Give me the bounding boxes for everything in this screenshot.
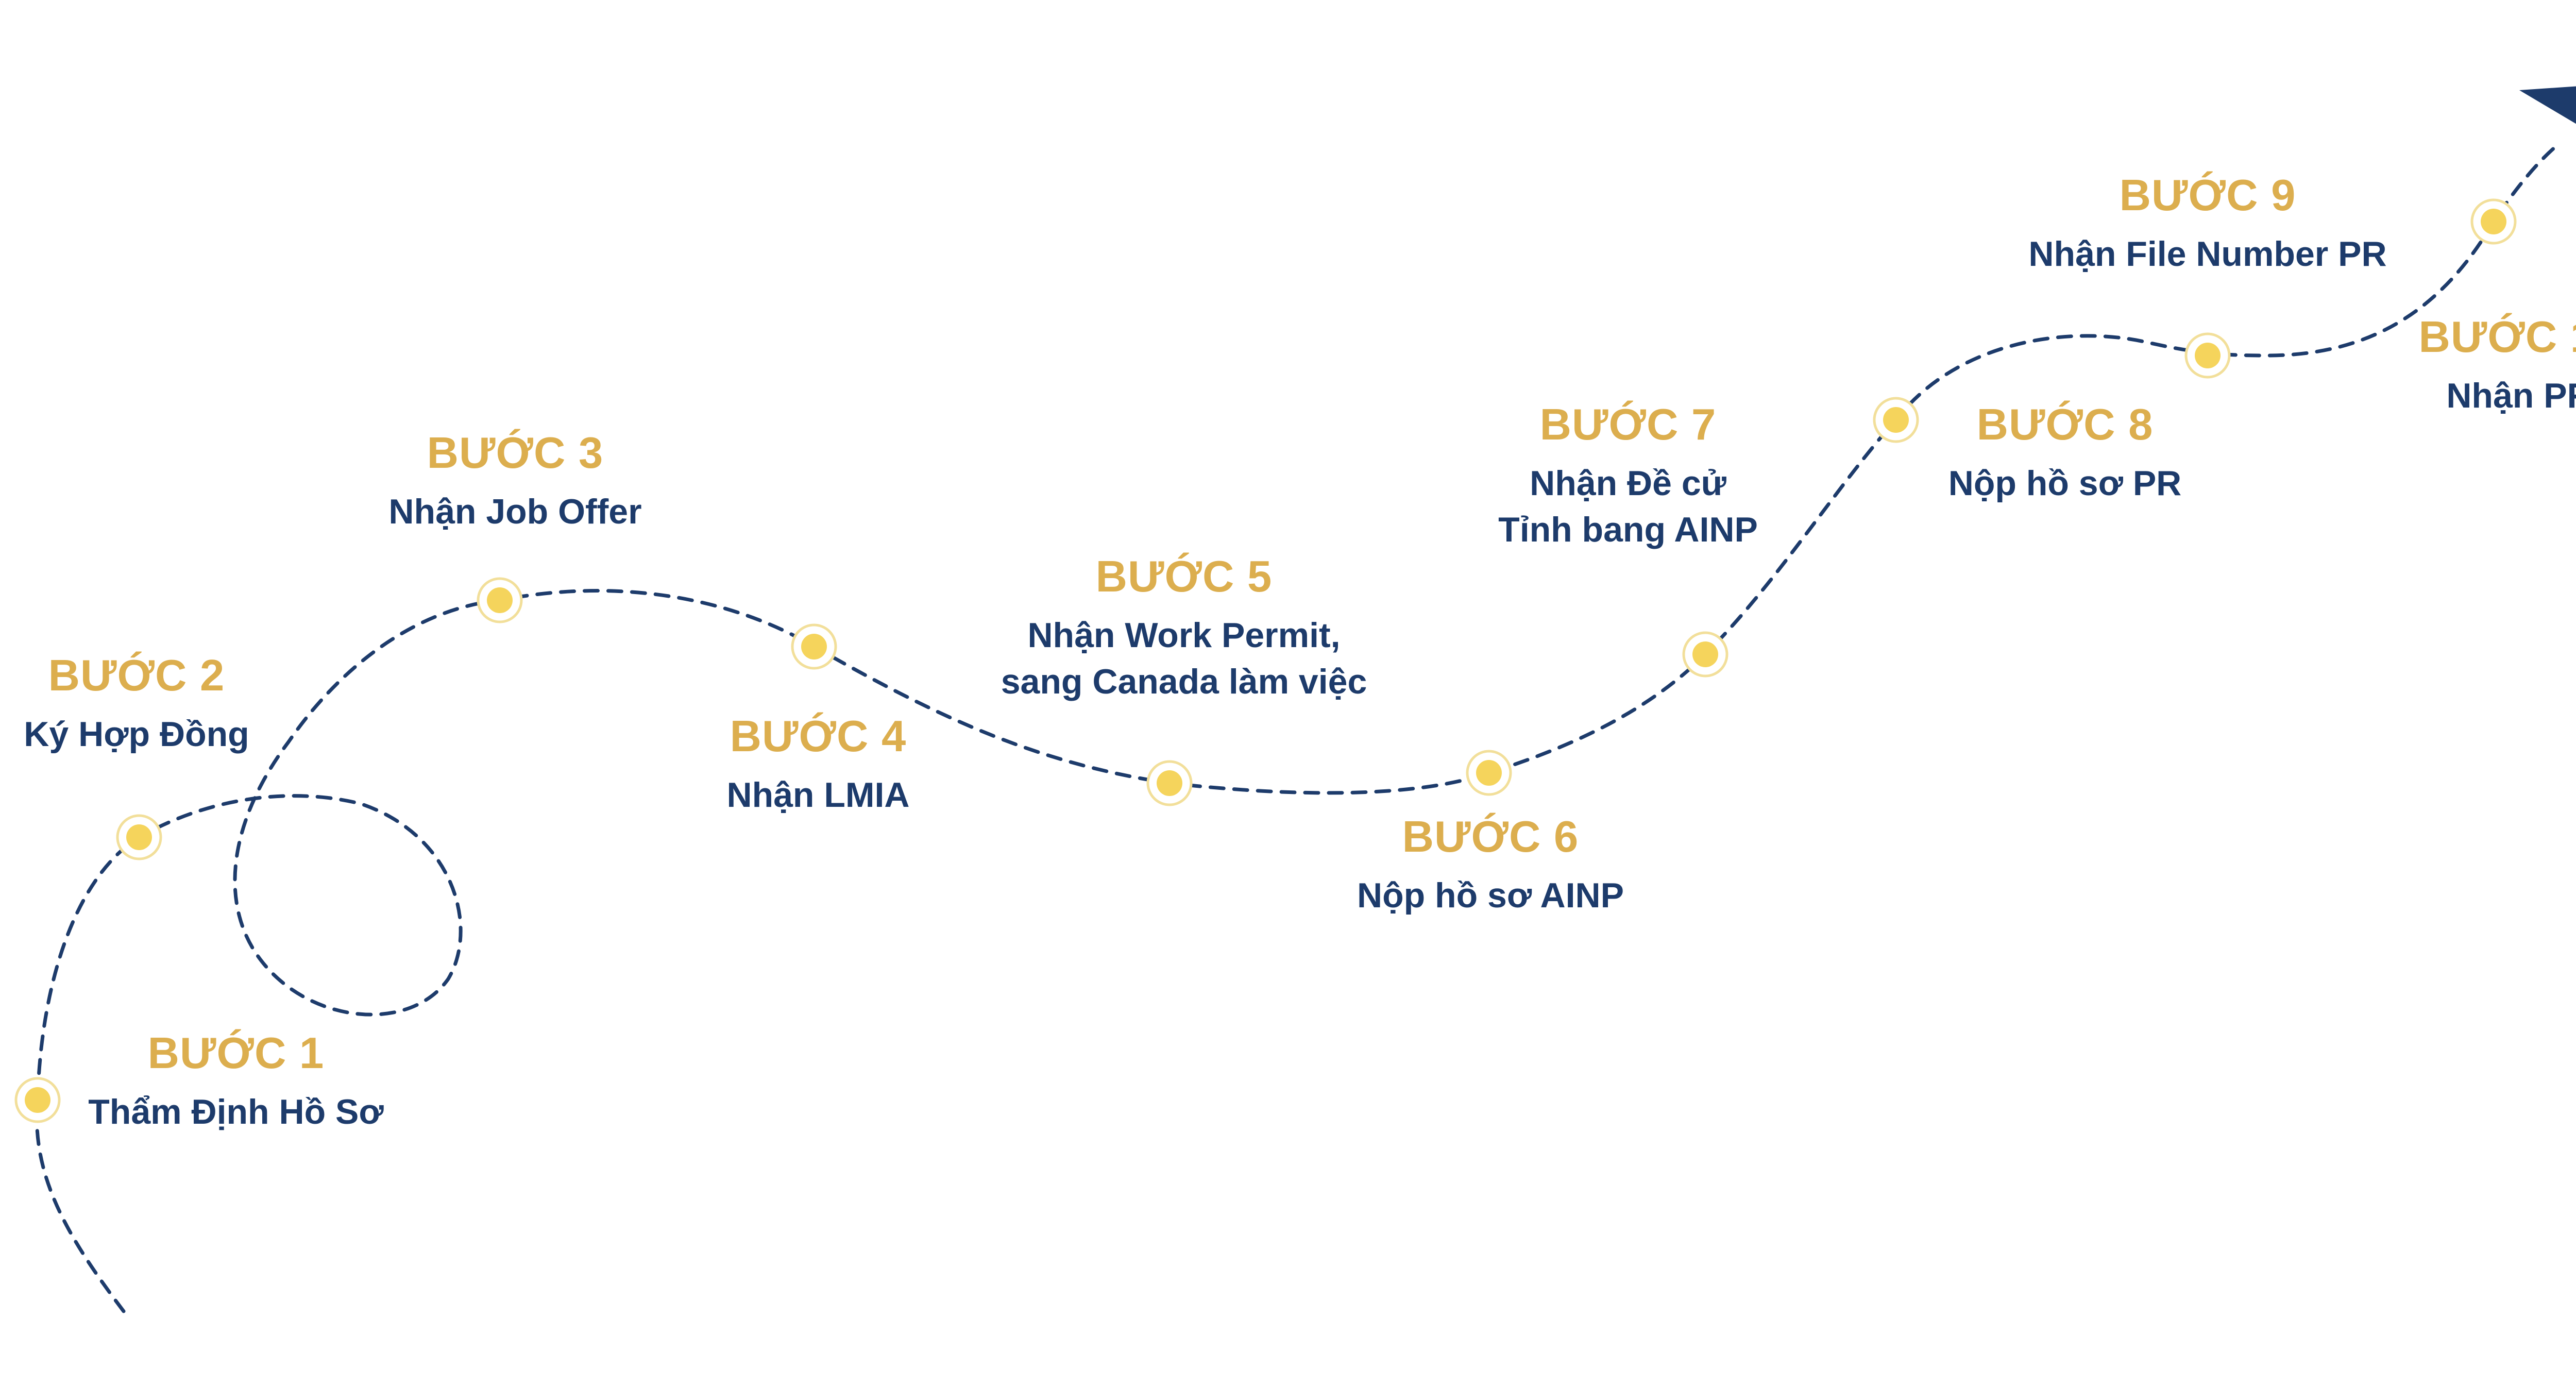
- step-7: BƯỚC 7 Nhận Đề cử Tỉnh bang AINP: [1498, 399, 1758, 553]
- step-9: BƯỚC 9 Nhận File Number PR: [2028, 170, 2386, 277]
- step-8-title: BƯỚC 8: [1976, 400, 2154, 449]
- marker-dot: [2195, 343, 2221, 368]
- marker-dot: [25, 1087, 50, 1113]
- step-2-desc: Ký Hợp Đồng: [24, 715, 249, 754]
- step-1-title: BƯỚC 1: [147, 1029, 325, 1078]
- step-10-title: BƯỚC 10: [2418, 313, 2576, 362]
- step-9-title: BƯỚC 9: [2119, 171, 2296, 220]
- marker-dot: [2481, 209, 2506, 234]
- step-7-title: BƯỚC 7: [1539, 400, 1717, 449]
- step-9-marker: [2184, 332, 2231, 379]
- step-3: BƯỚC 3 Nhận Job Offer: [388, 428, 641, 535]
- step-4: BƯỚC 4 Nhận LMIA: [726, 711, 909, 818]
- step-8: BƯỚC 8 Nộp hồ sơ PR: [1948, 399, 2182, 506]
- step-5-marker: [1146, 760, 1193, 806]
- step-6: BƯỚC 6 Nộp hồ sơ AINP: [1357, 811, 1624, 919]
- marker-dot: [801, 634, 827, 659]
- step-4-desc: Nhận LMIA: [726, 775, 910, 815]
- step-5-title: BƯỚC 5: [1095, 552, 1273, 601]
- step-10-marker: [2470, 198, 2517, 245]
- step-1-desc: Thẩm Định Hồ Sơ: [88, 1092, 384, 1131]
- step-1-marker: [14, 1077, 61, 1123]
- marker-dot: [487, 587, 513, 613]
- marker-dot: [1157, 770, 1182, 796]
- step-7-desc: Nhận Đề cử Tỉnh bang AINP: [1498, 464, 1758, 549]
- step-5: BƯỚC 5 Nhận Work Permit, sang Canada làm…: [1001, 551, 1367, 705]
- step-3-title: BƯỚC 3: [427, 429, 604, 478]
- step-6-title: BƯỚC 6: [1402, 813, 1579, 861]
- step-6-desc: Nộp hồ sơ AINP: [1357, 876, 1624, 915]
- marker-dot: [126, 824, 152, 850]
- step-3-marker: [477, 577, 523, 623]
- step-10: BƯỚC 10 Nhận PR: [2419, 312, 2576, 419]
- step-1: BƯỚC 1 Thẩm Định Hồ Sơ: [88, 1028, 383, 1135]
- paper-plane-arrow-icon: [2519, 86, 2576, 124]
- step-4-title: BƯỚC 4: [730, 712, 907, 761]
- step-5-desc: Nhận Work Permit, sang Canada làm việc: [1001, 616, 1367, 701]
- step-6-marker: [1466, 750, 1512, 796]
- marker-dot: [1692, 641, 1718, 667]
- step-2: BƯỚC 2 Ký Hợp Đồng: [24, 650, 249, 757]
- step-7-marker: [1682, 631, 1728, 678]
- step-9-desc: Nhận File Number PR: [2028, 234, 2387, 274]
- step-4-marker: [791, 623, 837, 670]
- step-2-marker: [116, 814, 162, 860]
- dashed-journey-path: [35, 145, 2557, 1313]
- step-3-desc: Nhận Job Offer: [388, 492, 642, 531]
- step-8-marker: [1873, 397, 1919, 443]
- step-2-title: BƯỚC 2: [48, 651, 225, 700]
- marker-dot: [1883, 407, 1909, 433]
- marker-dot: [1476, 760, 1502, 786]
- step-8-desc: Nộp hồ sơ PR: [1948, 464, 2182, 503]
- step-10-desc: Nhận PR: [2446, 376, 2576, 415]
